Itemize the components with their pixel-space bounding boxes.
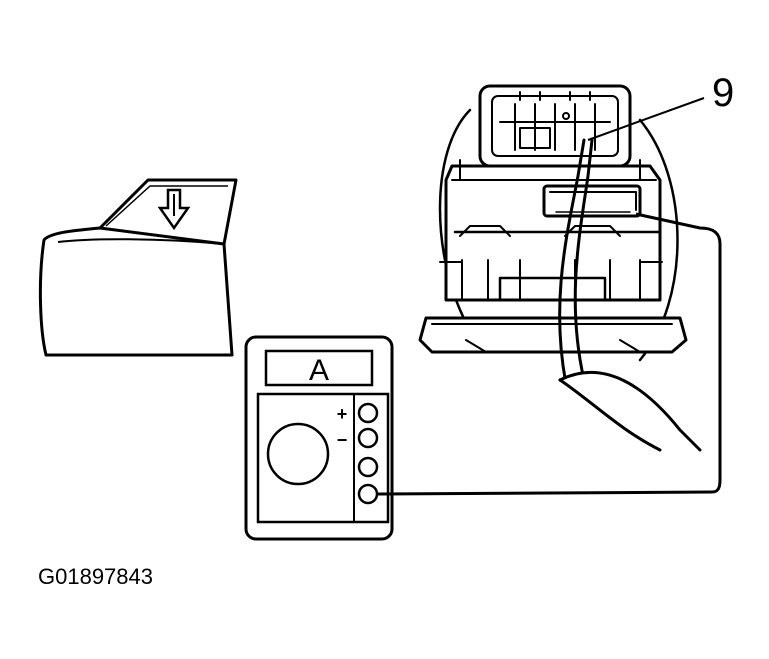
callout-number: 9	[712, 71, 734, 115]
down-arrow-icon	[157, 188, 191, 231]
meter-terminal-2	[357, 427, 379, 449]
ammeter-icon: A + −	[244, 335, 394, 541]
test-probe-icon	[558, 138, 702, 452]
switch-connector-icon	[418, 84, 688, 362]
callout-leader	[587, 97, 705, 141]
figure-id: G01897843	[38, 564, 153, 589]
minus-sign: −	[337, 430, 348, 450]
door-panel-icon	[38, 178, 238, 357]
meter-display: A	[309, 354, 329, 387]
meter-terminal-1	[357, 402, 379, 424]
meter-terminal-4	[357, 483, 379, 505]
meter-terminal-3	[357, 456, 379, 478]
test-lead-wire	[376, 212, 722, 496]
plus-sign: +	[337, 404, 348, 424]
meter-dial	[266, 422, 330, 486]
